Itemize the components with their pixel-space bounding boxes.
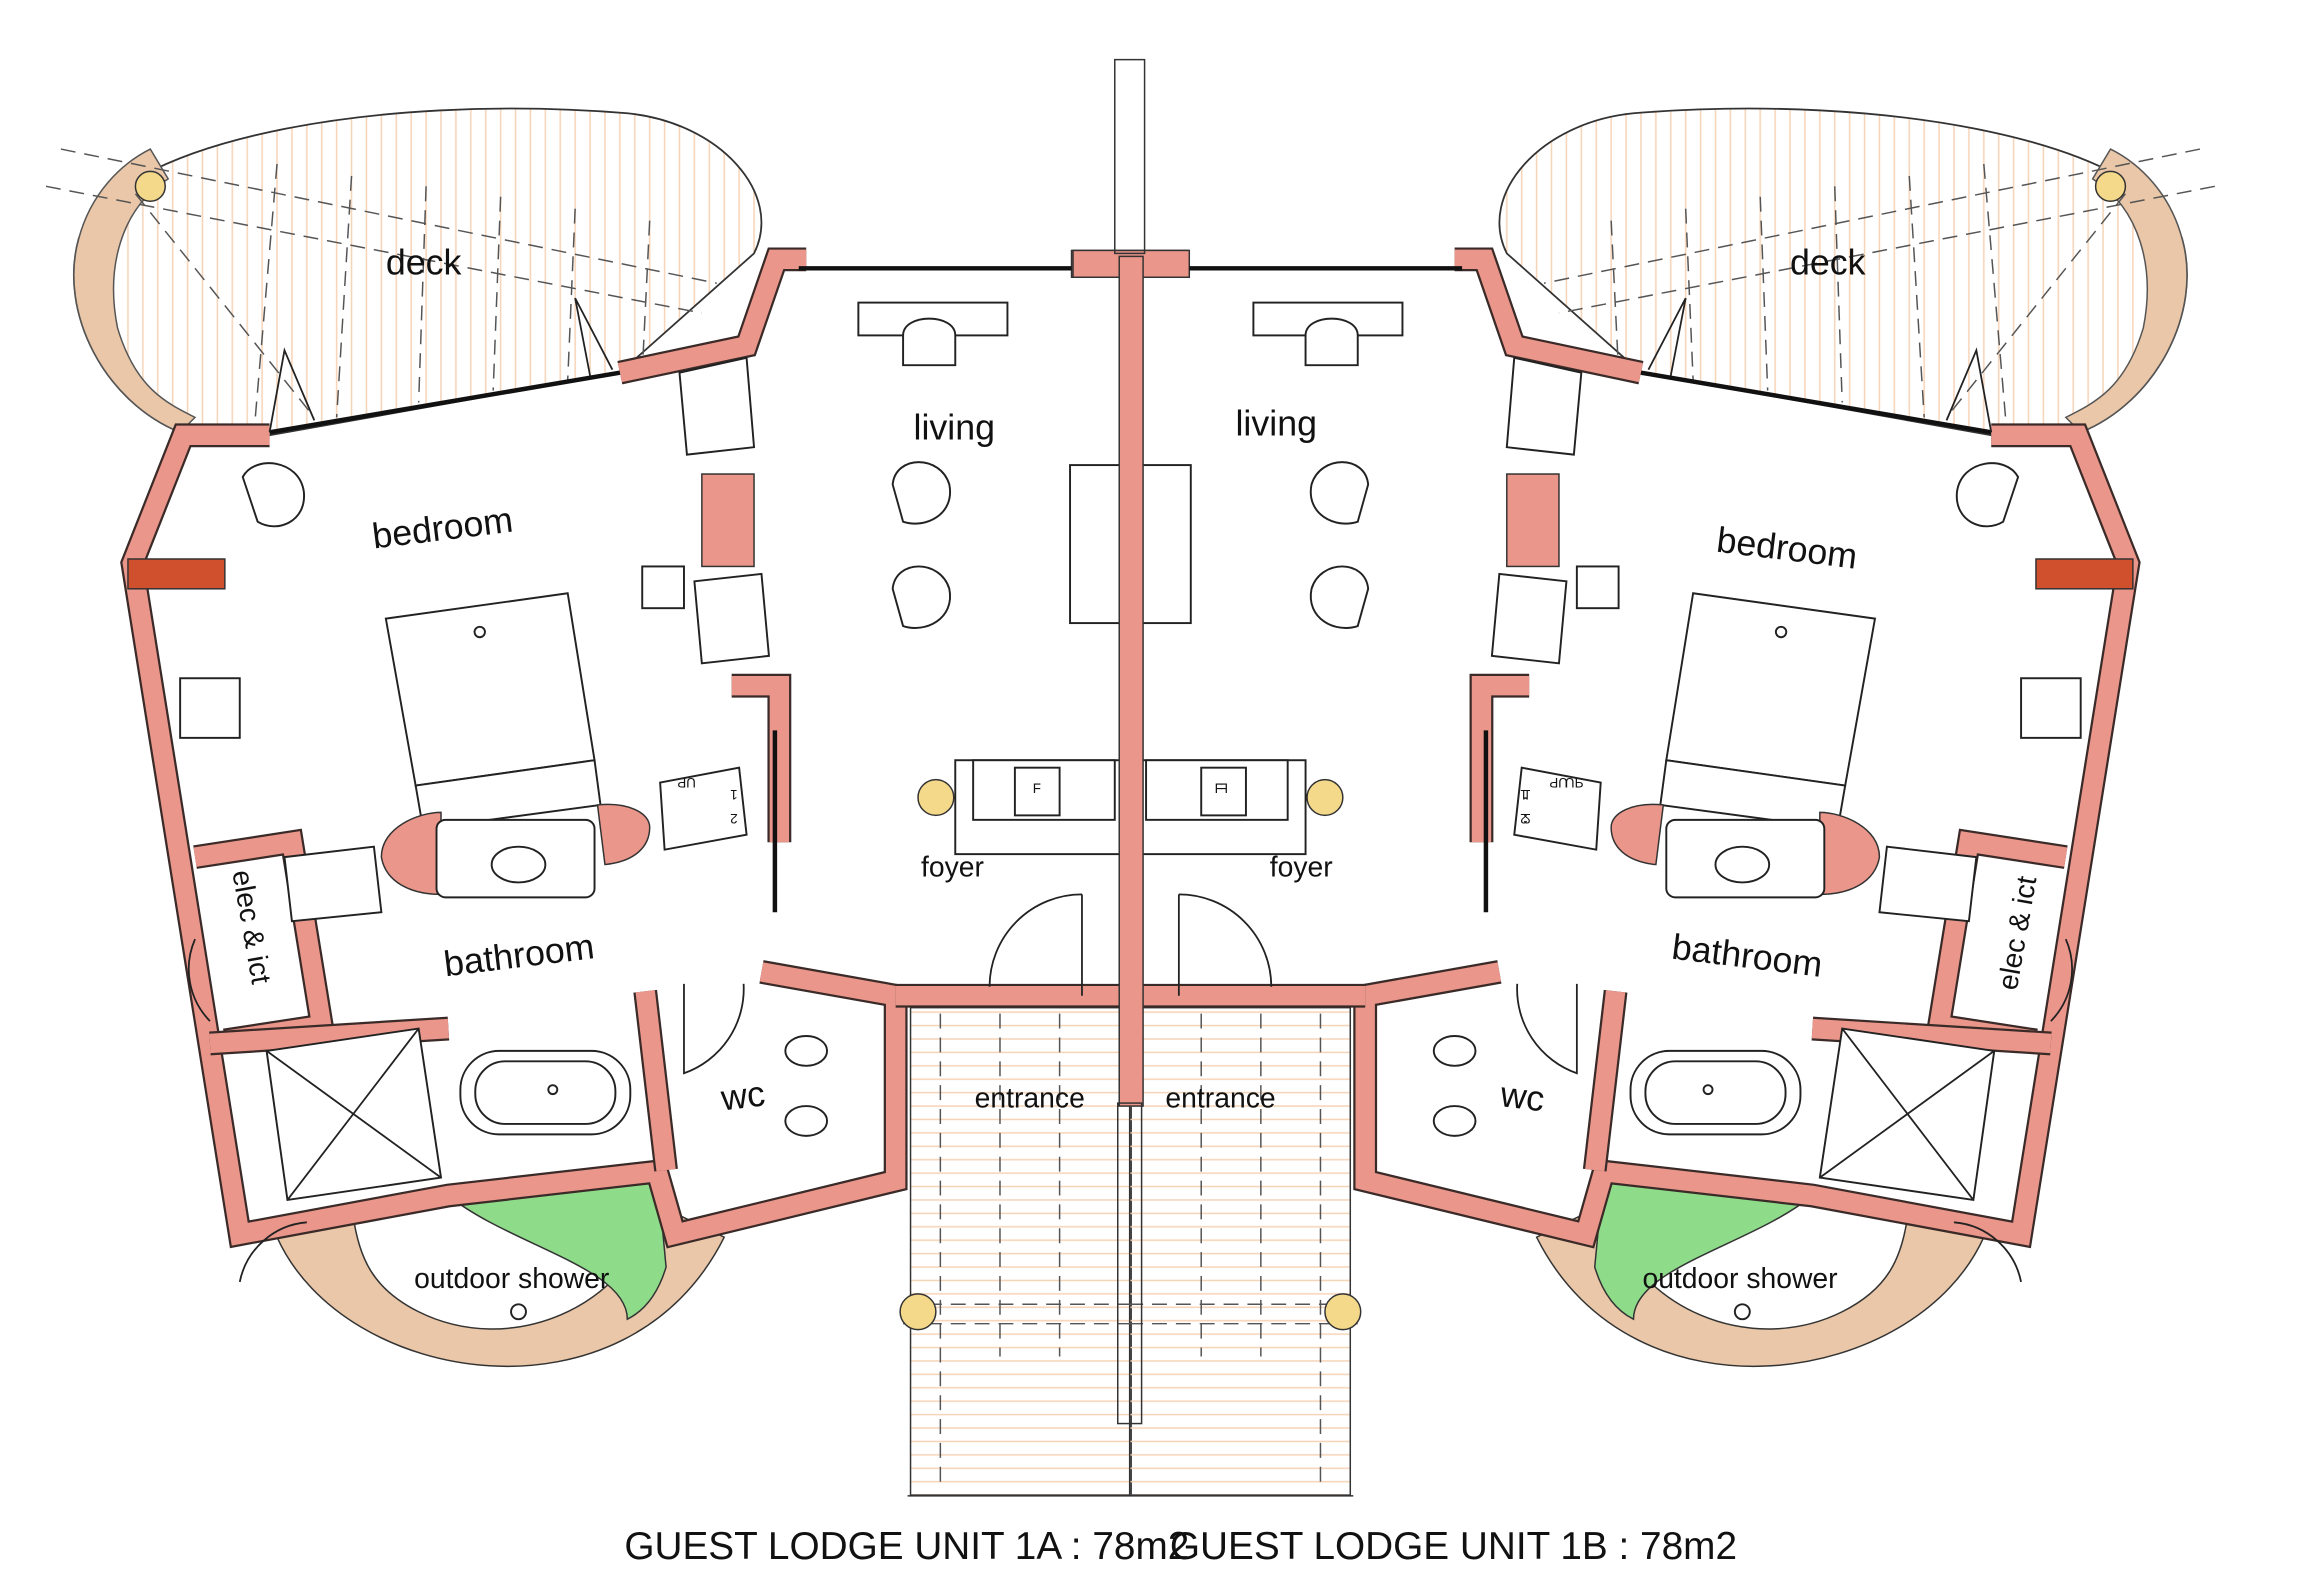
fridge-label: F xyxy=(1215,781,1223,796)
unit-1b-labels: deck living bedroom bathroom foyer wc el… xyxy=(1165,242,2043,1568)
room-label-bedroom: bedroom xyxy=(1715,520,1860,577)
room-label-foyer: foyer xyxy=(921,851,984,883)
room-label-wc: wc xyxy=(718,1073,767,1118)
boundary-rail xyxy=(1114,58,1146,255)
room-label-elec: elec & ict xyxy=(225,868,276,987)
room-label-living: living xyxy=(1236,403,1318,443)
room-label-entrance: entrance xyxy=(1165,1083,1275,1115)
stair-up-label: UP xyxy=(1549,775,1568,790)
party-wall xyxy=(1118,255,1144,1107)
step-number: 1 xyxy=(1520,787,1527,802)
room-label-outdoor-shower: outdoor shower xyxy=(1642,1263,1837,1295)
unit-title: GUEST LODGE UNIT 1B : 78m2 xyxy=(1170,1525,1737,1568)
unit-title: GUEST LODGE UNIT 1A : 78m2 xyxy=(624,1525,1189,1568)
room-label-foyer: foyer xyxy=(1270,851,1333,883)
room-label-bathroom: bathroom xyxy=(442,926,597,984)
room-label-elec: elec & ict xyxy=(1992,874,2043,993)
room-label-living: living xyxy=(914,408,996,448)
room-label-outdoor-shower: outdoor shower xyxy=(414,1263,609,1295)
unit-1a xyxy=(46,109,1188,1496)
room-label-bathroom: bathroom xyxy=(1670,927,1825,985)
room-label-deck: deck xyxy=(386,242,462,282)
room-label-entrance: entrance xyxy=(975,1083,1085,1115)
room-label-wc: wc xyxy=(1497,1074,1546,1119)
step-number: 2 xyxy=(1520,811,1527,826)
entrance-rail xyxy=(1116,1102,1143,1425)
room-label-bedroom: bedroom xyxy=(370,500,515,557)
room-label-deck: deck xyxy=(1790,242,1866,282)
